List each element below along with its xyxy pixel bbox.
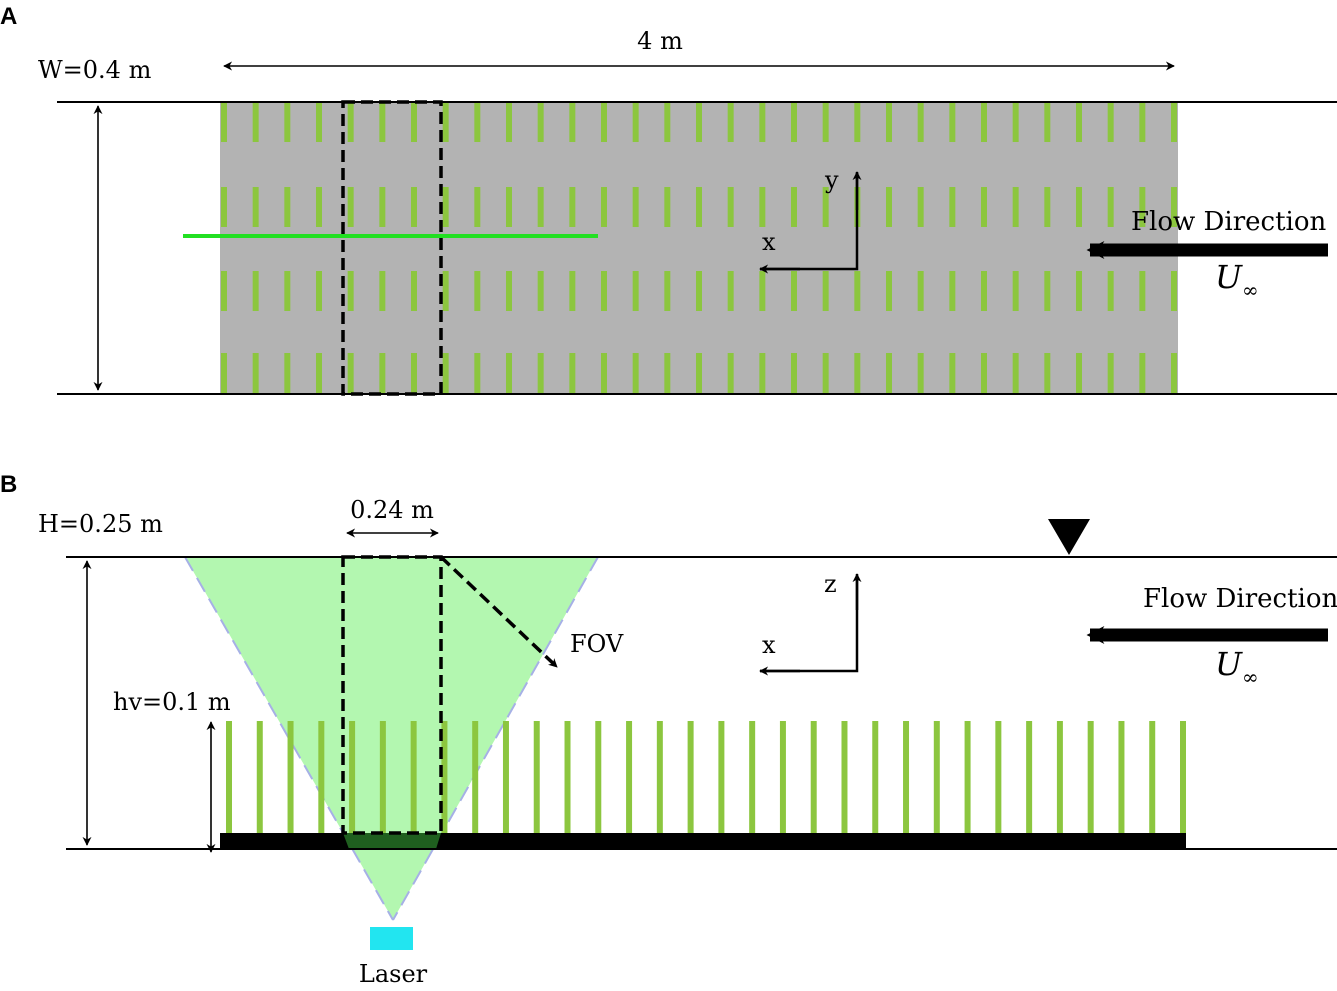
width-label: W=0.4 m	[38, 56, 152, 84]
panel-b: B H=0.25 m hv=0.1 m 0.24 m FOV	[0, 471, 1337, 988]
panel-a-label: A	[0, 3, 17, 30]
freestream-velocity-symbol: U∞	[1215, 258, 1259, 302]
light-sheet-edge-left	[184, 556, 394, 921]
stem-row-side-view	[226, 721, 1186, 833]
fov-pointer-arrow	[439, 555, 559, 669]
canopy-base-plate	[220, 833, 1186, 849]
canopy-height-label: hv=0.1 m	[113, 688, 231, 716]
axis-y-label: y	[824, 166, 839, 194]
measurement-window-top-view	[341, 100, 443, 396]
depth-label: H=0.25 m	[38, 510, 163, 538]
flow-direction-label-side: Flow Direction	[1143, 584, 1337, 614]
laser-label: Laser	[359, 960, 428, 988]
axis-x-label: x	[762, 228, 776, 256]
stem-grid-top-view	[221, 102, 1177, 393]
flow-direction-label: Flow Direction	[1131, 207, 1326, 237]
laser-source-icon	[370, 927, 413, 950]
length-label: 4 m	[637, 27, 683, 55]
measurement-window-side-view	[341, 555, 443, 835]
water-surface-marker-icon	[1048, 519, 1090, 555]
panel-b-label: B	[0, 471, 17, 498]
panel-a: A 4 m W=0.4 m y x Flow Direction U∞	[0, 3, 1337, 396]
axis-z-label: z	[824, 570, 837, 598]
fov-width-label: 0.24 m	[350, 496, 434, 524]
axis-x-label-side: x	[762, 631, 776, 659]
fov-label: FOV	[570, 630, 624, 658]
light-sheet-edge-right	[392, 556, 599, 921]
laser-light-sheet	[185, 557, 598, 920]
canopy-region-top-view	[220, 102, 1178, 394]
light-sheet-base-overlap	[343, 833, 441, 849]
freestream-velocity-symbol-side: U∞	[1215, 645, 1259, 689]
